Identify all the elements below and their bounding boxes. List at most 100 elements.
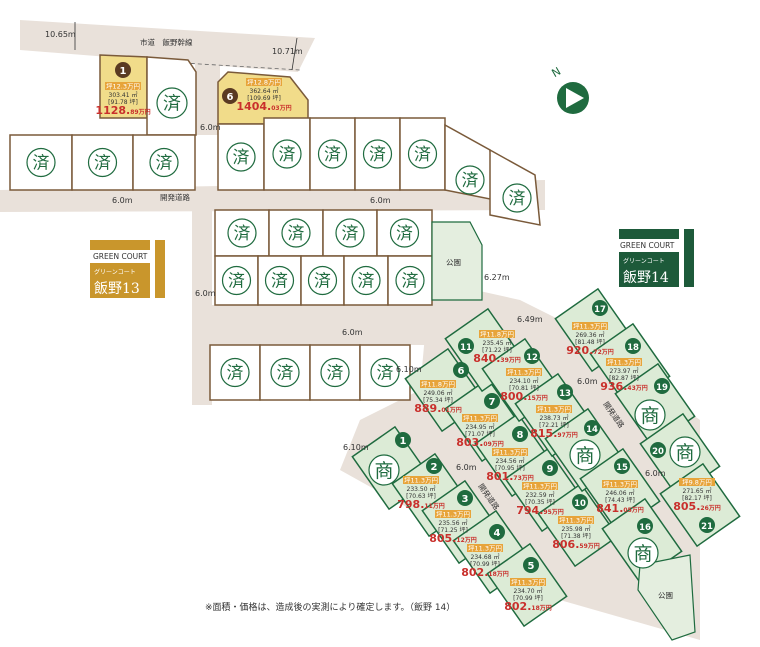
svg-text:済: 済: [279, 144, 296, 164]
lot-price: 920.72万円: [566, 344, 614, 357]
lot-10-shape[interactable]: [537, 482, 619, 568]
svg-text:済: 済: [94, 152, 111, 172]
sold-lot[interactable]: 済: [343, 255, 389, 306]
lot-number: 4: [494, 528, 501, 539]
lot-tsubo: [81.48 坪]: [575, 338, 605, 346]
svg-text:坪9.8万円: 坪9.8万円: [682, 479, 712, 487]
lot-number: 19: [656, 383, 668, 393]
sold-lot[interactable]: 済: [309, 117, 356, 191]
sold-lot[interactable]: 済: [489, 148, 541, 226]
svg-text:済: 済: [277, 362, 294, 382]
sold-lot[interactable]: 済: [354, 117, 401, 191]
lot-19[interactable]: 商 19: [634, 378, 670, 431]
sold-lot[interactable]: 済: [399, 117, 446, 191]
lot-number: 17: [594, 305, 606, 315]
lot-price: 841.05万円: [596, 502, 644, 515]
svg-text:坪11.3万円: 坪11.3万円: [607, 359, 641, 367]
sold-lot[interactable]: 済: [209, 344, 261, 401]
svg-text:済: 済: [271, 270, 288, 290]
sold-lot[interactable]: 済: [214, 209, 270, 257]
park-south: [637, 554, 696, 641]
lot-price: 936.43万円: [600, 380, 648, 393]
svg-text:商: 商: [640, 405, 659, 427]
sold-lot[interactable]: 済: [214, 255, 259, 306]
sold-icon: 済: [370, 357, 400, 388]
lot-area: 271.65 ㎡: [683, 487, 712, 495]
lot-16[interactable]: 商16: [627, 518, 659, 569]
park-label: 公園: [446, 258, 461, 267]
svg-text:商: 商: [633, 543, 652, 565]
sold-lot[interactable]: 済: [322, 209, 378, 257]
north-label: N: [550, 65, 564, 80]
park-label: 公園: [658, 591, 673, 600]
sold-icon: 済: [87, 147, 118, 178]
sold-icon: 済: [362, 139, 393, 169]
sold-lot[interactable]: 済: [359, 344, 411, 401]
dim-label: 6.49m: [517, 315, 543, 324]
brand-logo-13: GREEN COURT グリーンコート 飯野13: [90, 240, 165, 298]
footnote: ※面積・価格は、造成後の実測により確定します。（飯野 14）: [205, 601, 455, 613]
lot-tsubo: [70.99 坪]: [470, 560, 500, 568]
lot-price: 840.39万円: [473, 352, 521, 365]
sold-lot[interactable]: 済: [263, 117, 311, 191]
top-road-name: 市道 飯野幹線: [140, 37, 193, 47]
sold-lot[interactable]: 済: [9, 134, 73, 191]
price-badge: 坪12.3万円: [105, 82, 141, 91]
sold-lot[interactable]: 済: [71, 134, 134, 191]
dim-top-right: 10.71m: [272, 47, 303, 56]
dim-label: 6.0m: [200, 123, 221, 132]
sold-lot[interactable]: 済: [268, 209, 324, 257]
sold-lot[interactable]: 済: [217, 123, 265, 191]
lot-1[interactable]: 商1: [368, 432, 411, 486]
lot-area: 234.70 ㎡: [514, 587, 543, 595]
park-north: [431, 221, 483, 301]
sold-lot[interactable]: 済: [259, 344, 311, 401]
lot-area: 269.36 ㎡: [576, 331, 605, 339]
dim-top-left: 10.65m: [45, 30, 76, 39]
lot-tsubo: [109.69 坪]: [247, 94, 281, 102]
svg-text:済: 済: [509, 188, 526, 208]
svg-text:商: 商: [374, 460, 393, 482]
lot-20[interactable]: 商20: [650, 436, 701, 468]
svg-text:坪11.3万円: 坪11.3万円: [511, 579, 545, 587]
lot-tsubo: [91.78 坪]: [108, 98, 138, 106]
sold-icon: 済: [156, 87, 188, 119]
lot-tsubo: [70.99 坪]: [513, 594, 543, 602]
price-badge: 坪11.3万円: [462, 414, 498, 423]
lot-tsubo: [70.63 坪]: [406, 492, 436, 500]
sold-lot[interactable]: 済: [444, 123, 496, 201]
sold-lot[interactable]: 済: [132, 134, 196, 191]
lot-tsubo: [71.25 坪]: [438, 526, 468, 534]
sold-lot[interactable]: 済: [300, 255, 345, 306]
sold-icon: 済: [317, 139, 348, 169]
sold-lot[interactable]: 済: [309, 344, 361, 401]
price-badge: 坪9.8万円: [679, 478, 715, 487]
sold-lot[interactable]: 済: [257, 255, 302, 306]
lot-14[interactable]: 商14: [569, 420, 601, 471]
lot-number: 9: [547, 464, 554, 475]
svg-text:済: 済: [314, 270, 331, 290]
svg-text:坪12.8万円: 坪12.8万円: [247, 79, 281, 87]
sold-lot[interactable]: 済: [376, 209, 433, 257]
sold-icon: 済: [389, 218, 420, 248]
sold-lot[interactable]: 済: [387, 255, 433, 306]
lot-price: 802.18万円: [504, 600, 552, 613]
